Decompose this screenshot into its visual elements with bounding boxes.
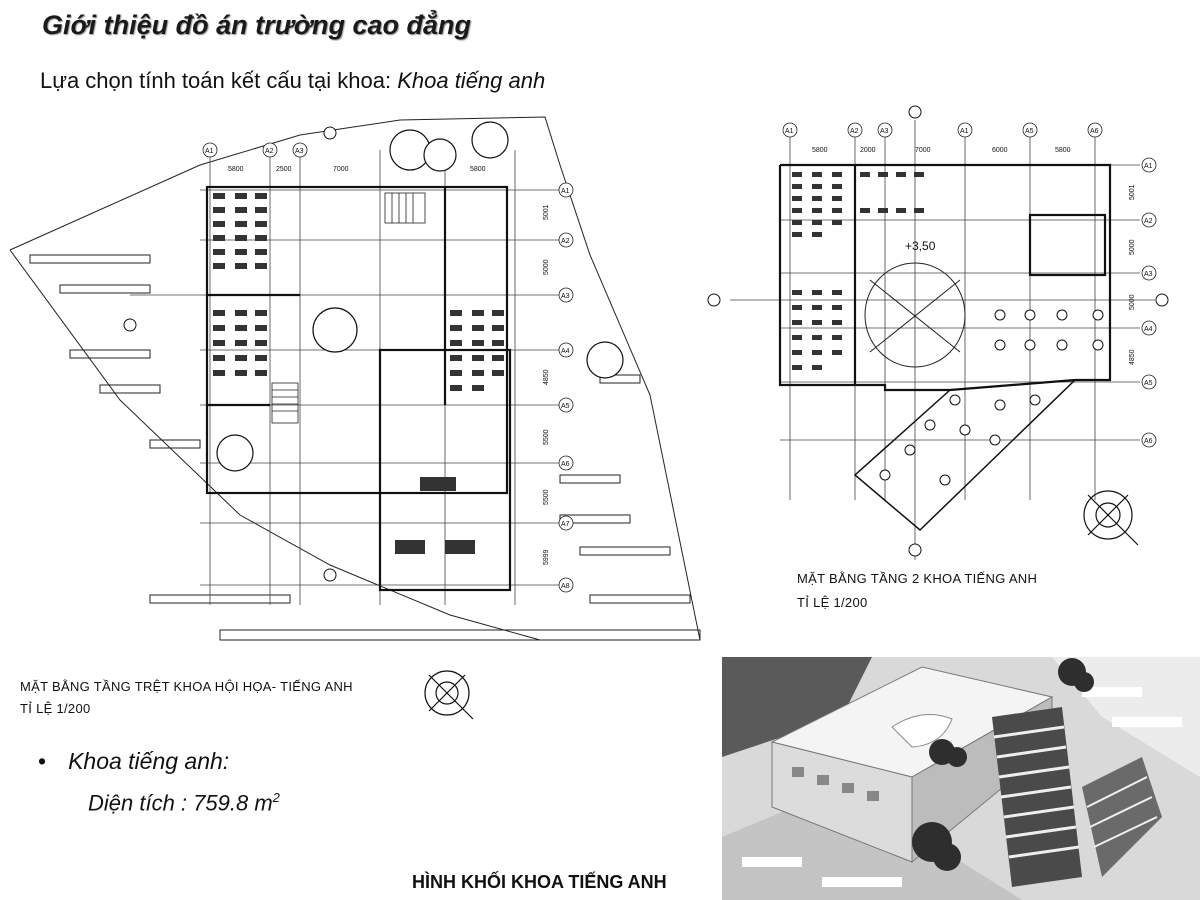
grid-label-right: A5 [1144, 380, 1153, 387]
dim-label: 5800 [1055, 147, 1071, 154]
bullet-dot: • [38, 748, 47, 774]
north-arrow-icon [424, 670, 474, 720]
dim-label: 5800 [470, 166, 486, 173]
dim-label: 5800 [228, 166, 244, 173]
subtitle-prefix: Lựa chọn tính toán kết cấu tại khoa: [40, 68, 392, 93]
dim-label: 5500 [543, 489, 550, 505]
ground-floor-caption-title: MẶT BẰNG TẦNG TRỆT KHOA HỘI HỌA- TIẾNG A… [20, 679, 353, 694]
dim-label: 5999 [543, 549, 550, 565]
slide-subtitle: Lựa chọn tính toán kết cấu tại khoa: Kho… [40, 68, 545, 94]
dim-label: 5800 [812, 147, 828, 154]
grid-label-top: A1 [205, 148, 214, 155]
grid-label-top: A6 [1090, 128, 1099, 135]
subtitle-emphasis: Khoa tiếng anh [397, 68, 546, 93]
grid-label-right: A6 [1144, 438, 1153, 445]
area-label: Diện tích : 759.8 m [88, 790, 273, 816]
grid-label-top: A5 [1025, 128, 1034, 135]
grid-label-right: A2 [1144, 218, 1153, 225]
massing-render [722, 657, 1200, 900]
dim-label: 7000 [333, 166, 349, 173]
grid-label-right: A6 [561, 461, 570, 468]
bullet-label: Khoa tiếng anh: [68, 748, 230, 774]
dim-label: 5000 [1129, 294, 1136, 310]
grid-label-right: A7 [561, 521, 570, 528]
grid-label-right: A1 [1144, 163, 1153, 170]
north-arrow-icon [1083, 490, 1139, 546]
second-floor-caption: MẶT BẰNG TẦNG 2 KHOA TIẾNG ANH TỈ LỆ 1/2… [797, 567, 1037, 615]
dim-label: 4850 [1129, 349, 1136, 365]
info-bullet: • Khoa tiếng anh: [38, 748, 229, 775]
dim-label: 5500 [543, 429, 550, 445]
level-mark: +3,50 [905, 239, 936, 253]
dim-label: 5000 [1129, 239, 1136, 255]
grid-label-top: A1 [960, 128, 969, 135]
grid-label-right: A4 [1144, 326, 1153, 333]
massing-caption: HÌNH KHỐI KHOA TIẾNG ANH [412, 872, 667, 892]
slide-title: Giới thiệu đồ án trường cao đẳng [42, 10, 472, 40]
ground-floor-plan: A1 A2 A3 5800 2500 7000 5800 A1 A2 A3 A4… [9, 116, 701, 641]
dim-label: 6000 [992, 147, 1008, 154]
dim-label: 5001 [543, 204, 550, 220]
dim-label: 2500 [276, 166, 292, 173]
dim-label: 4850 [543, 369, 550, 385]
dim-label: 5000 [543, 259, 550, 275]
second-floor-caption-scale: TỈ LỆ 1/200 [797, 595, 868, 610]
grid-label-top: A2 [265, 148, 274, 155]
grid-label-right: A2 [561, 238, 570, 245]
grid-label-right: A4 [561, 348, 570, 355]
grid-label-top: A2 [850, 128, 859, 135]
grid-label-top: A3 [295, 148, 304, 155]
grid-label-right: A3 [1144, 271, 1153, 278]
area-line: Diện tích : 759.8 m2 [88, 790, 280, 816]
second-floor-plan: +3,50 A1 A2 A3 A1 A5 A6 5800 2000 [707, 105, 1169, 560]
area-unit-exponent: 2 [272, 790, 280, 805]
grid-label-top: A3 [880, 128, 889, 135]
grid-label-right: A5 [561, 403, 570, 410]
dim-label: 2000 [860, 147, 876, 154]
second-floor-caption-title: MẶT BẰNG TẦNG 2 KHOA TIẾNG ANH [797, 571, 1038, 586]
grid-label-right: A3 [561, 293, 570, 300]
grid-label-top: A1 [785, 128, 794, 135]
dim-label: 7000 [915, 147, 931, 154]
grid-label-right: A8 [561, 583, 570, 590]
ground-floor-caption: MẶT BẰNG TẦNG TRỆT KHOA HỘI HỌA- TIẾNG A… [20, 676, 353, 720]
grid-label-right: A1 [561, 188, 570, 195]
ground-floor-caption-scale: TỈ LỆ 1/200 [20, 701, 91, 716]
dim-label: 5001 [1129, 184, 1136, 200]
